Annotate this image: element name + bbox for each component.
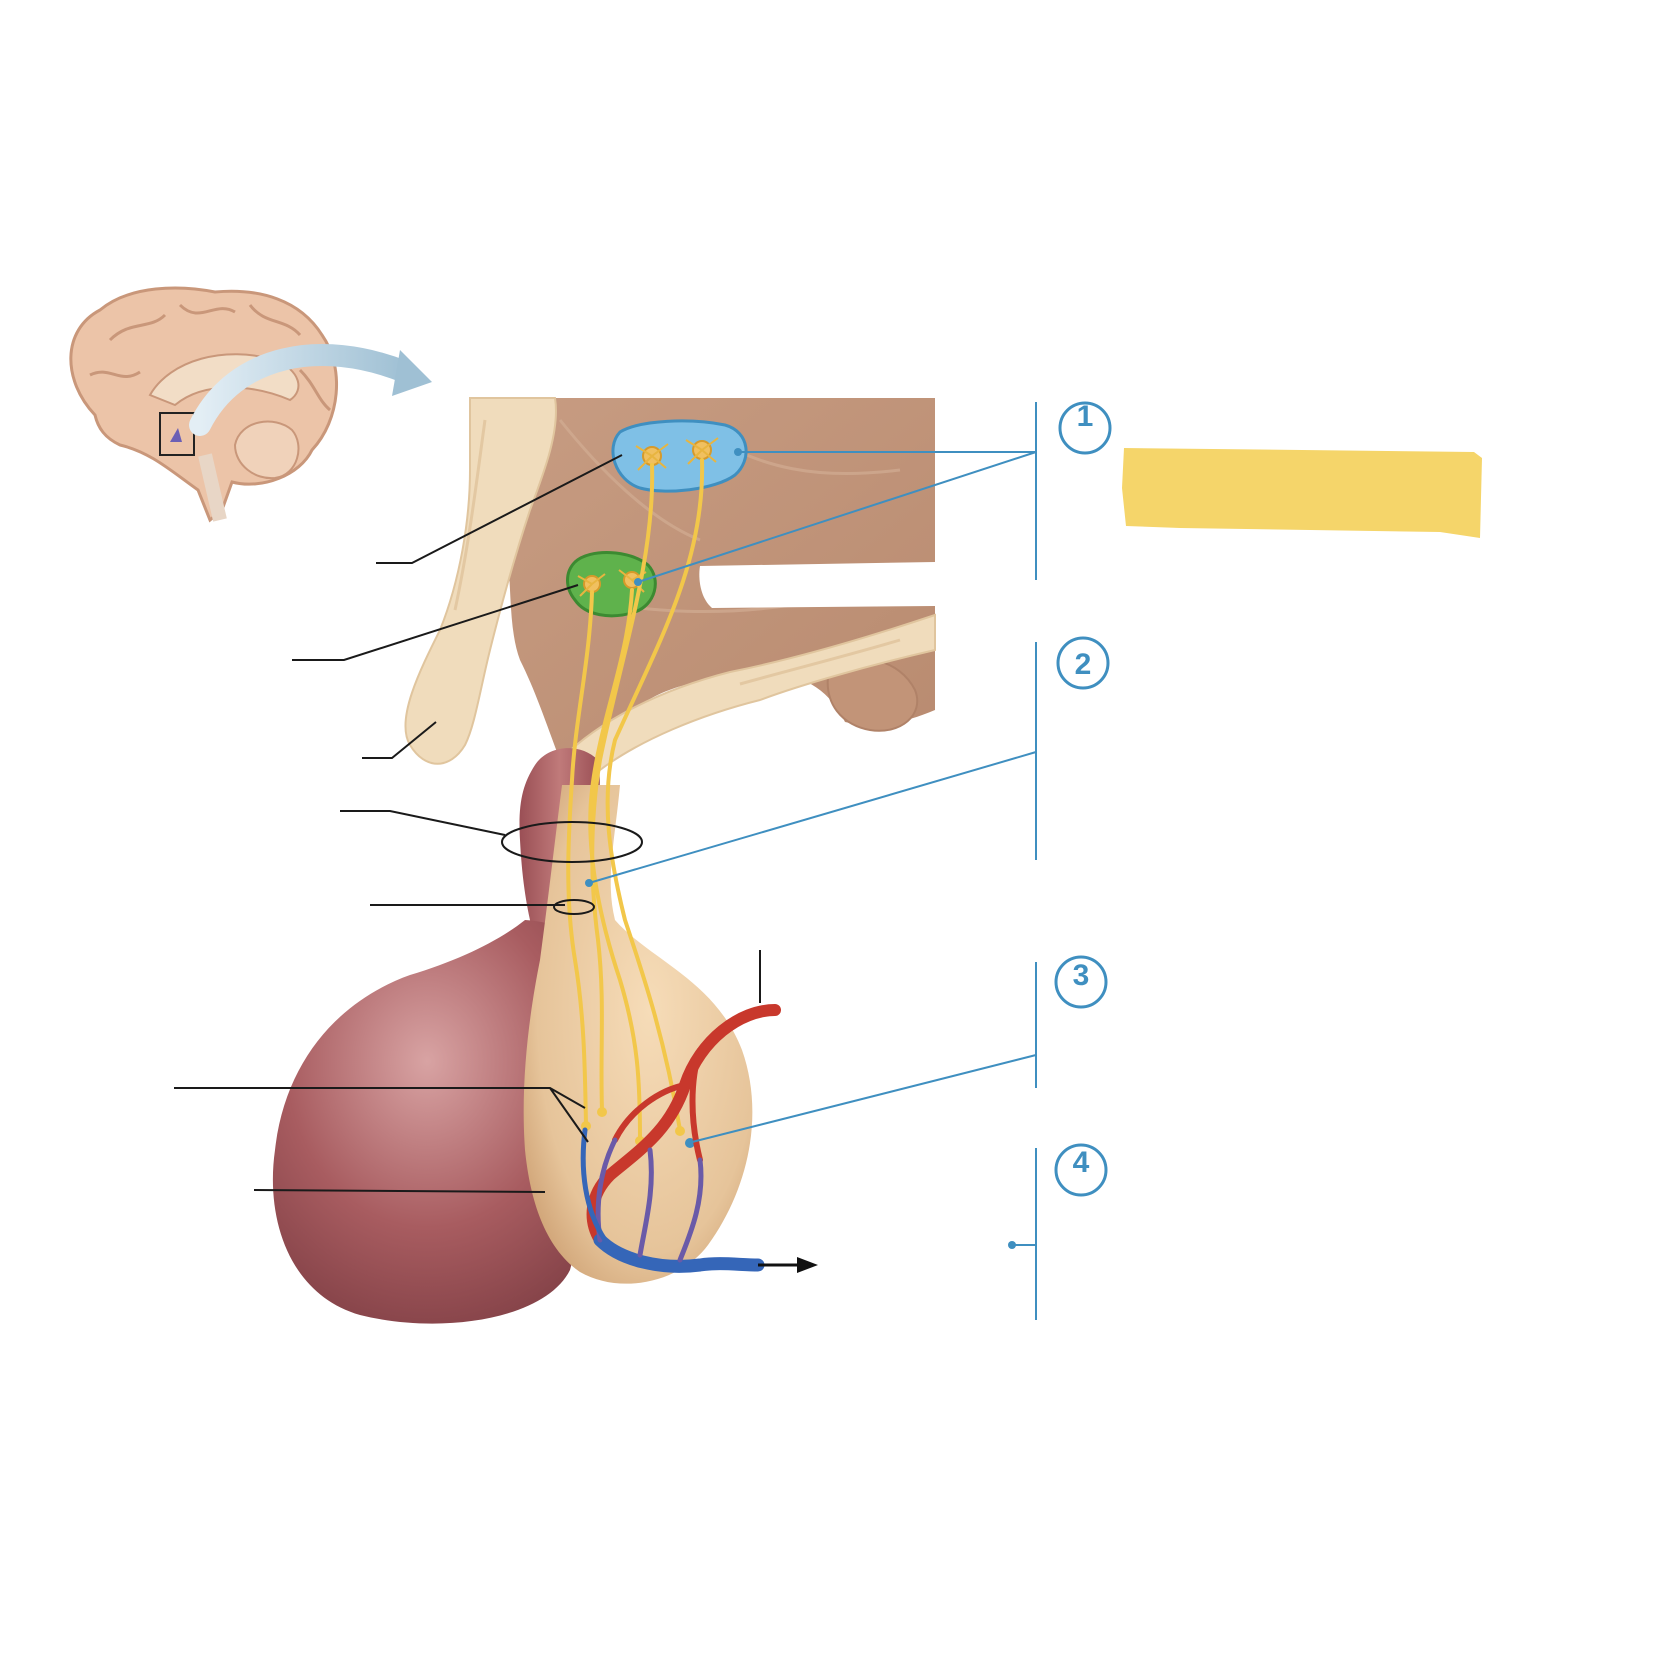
- connector-1b: [637, 451, 1037, 583]
- step-1-badge: 1: [1058, 400, 1112, 455]
- hypophyseal-vein: [593, 1233, 765, 1273]
- connector-2: [588, 751, 1037, 884]
- step-4-number: 4: [1073, 1146, 1090, 1179]
- leader-line-8: [253, 1189, 546, 1193]
- tract-ring: [553, 899, 595, 915]
- inferior-hypophyseal-artery: [586, 1004, 781, 1246]
- leader-line-1: [376, 454, 623, 564]
- step-brackets: [588, 402, 1037, 1320]
- connector-end-dots: [585, 448, 1016, 1249]
- leader-line-2: [292, 584, 579, 661]
- highlight-box: [1122, 448, 1482, 538]
- arrow-right-icon: [758, 1257, 818, 1273]
- masked-label-area: [699, 562, 935, 608]
- ventricle-wall: [404, 397, 936, 772]
- neuron-cell-body-icon: [635, 437, 719, 471]
- step-3-number: 3: [1073, 959, 1090, 992]
- supraoptic-nucleus: [566, 551, 657, 618]
- leader-line-4: [340, 810, 506, 836]
- leader-lines: [174, 454, 761, 1193]
- curved-arrow-icon: [189, 344, 432, 436]
- capillary-plexus: [580, 1004, 781, 1273]
- step-4-badge: 4: [1054, 1143, 1108, 1197]
- paraventricular-nucleus: [611, 419, 748, 493]
- hypothalamic-hypophyseal-tract: [566, 458, 705, 1142]
- leader-line-7: [174, 1087, 589, 1143]
- step-2-badge: 2: [1056, 636, 1110, 690]
- connector-3: [691, 1054, 1037, 1143]
- step-1-number: 1: [1077, 400, 1094, 433]
- infundibulum-ring: [501, 821, 643, 863]
- leader-line-3: [362, 721, 437, 759]
- step-3-badge: 3: [1054, 955, 1108, 1009]
- step-2-number: 2: [1075, 648, 1092, 681]
